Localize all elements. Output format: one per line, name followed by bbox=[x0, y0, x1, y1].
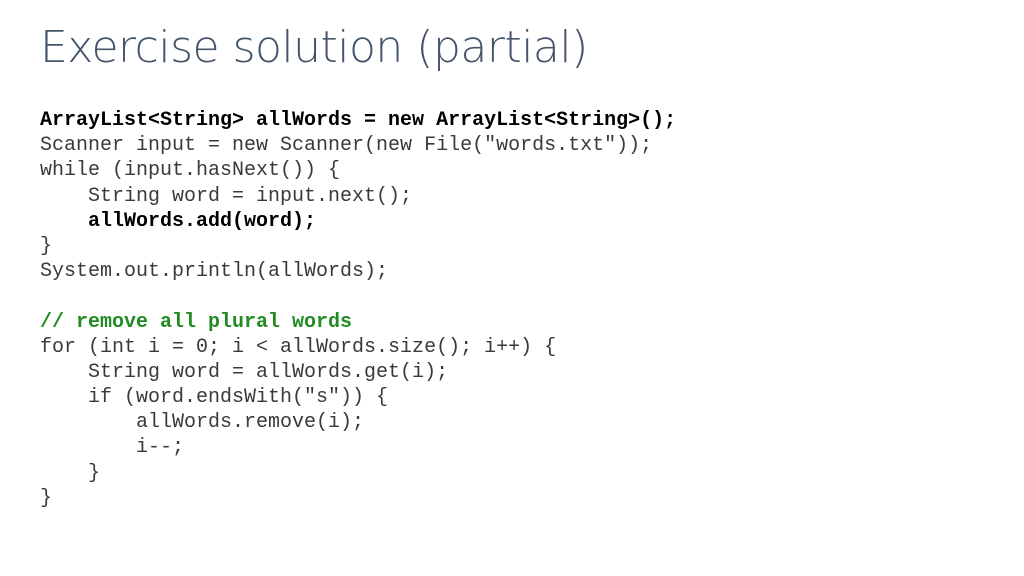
code-line bbox=[40, 284, 676, 309]
code-line: allWords.remove(i); bbox=[40, 411, 365, 435]
code-line: for (int i = 0; i < allWords.size(); i++… bbox=[40, 335, 557, 359]
code-line: if (word.endsWith("s")) { bbox=[40, 386, 389, 410]
code-line: } bbox=[40, 234, 53, 258]
code-line: System.out.println(allWords); bbox=[40, 260, 389, 284]
code-line: } bbox=[40, 486, 53, 510]
code-line: String word = allWords.get(i); bbox=[40, 360, 449, 384]
code-block: ArrayList<String> allWords = new ArrayLi… bbox=[40, 108, 676, 511]
slide-title: Exercise solution (partial) bbox=[40, 22, 588, 73]
code-line: i--; bbox=[40, 436, 185, 460]
code-line: String word = input.next(); bbox=[40, 184, 413, 208]
code-line: } bbox=[40, 461, 101, 485]
code-line: ArrayList<String> allWords = new ArrayLi… bbox=[40, 109, 677, 132]
code-line: Scanner input = new Scanner(new File("wo… bbox=[40, 134, 653, 158]
code-comment: // remove all plural words bbox=[40, 310, 353, 334]
code-line: allWords.add(word); bbox=[40, 209, 317, 233]
code-line: while (input.hasNext()) { bbox=[40, 159, 341, 183]
